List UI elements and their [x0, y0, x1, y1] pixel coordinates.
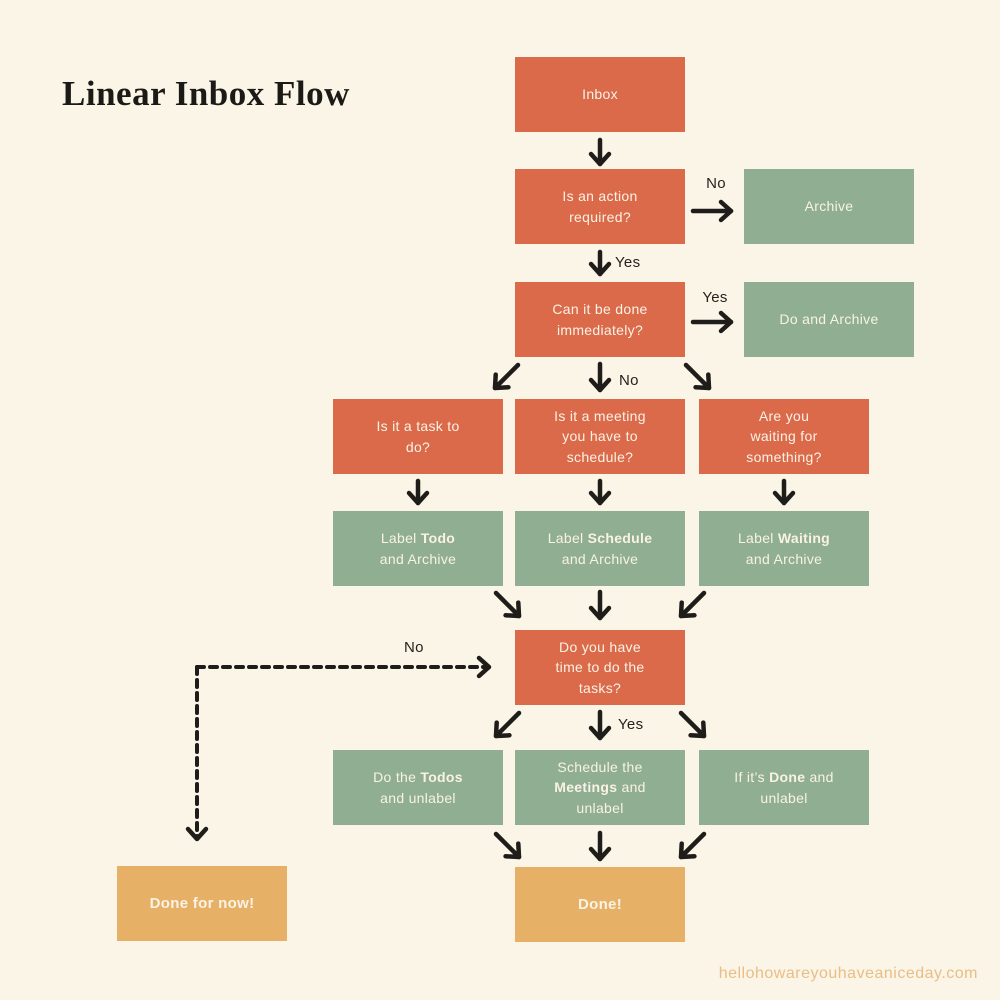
footer-url: hellohowareyouhaveaniceday.com	[718, 965, 978, 982]
arrow-to-task-diag	[492, 362, 521, 391]
arrow-time-to-done-diag	[678, 710, 707, 739]
arrow-ifdone-to-done-diag	[678, 831, 707, 860]
edge-label-no-meeting: No	[619, 372, 639, 389]
node-done-for-now-label: Done for now!	[149, 894, 255, 912]
arrow-todo-to-time-diag	[493, 590, 522, 619]
edge-label-yes-schedule: Yes	[618, 716, 644, 733]
edge-label-yes-immediate: Yes	[615, 254, 641, 271]
edge-label-no-done-for-now: No	[404, 639, 424, 656]
arrow-to-waiting-diag	[683, 362, 712, 391]
node-done-for-now: Done for now!	[117, 866, 287, 941]
node-do-and-archive: Do and Archive	[744, 282, 914, 357]
edge-label-yes-do-archive: Yes	[702, 289, 728, 306]
arrow-time-to-todos-diag	[493, 710, 522, 739]
node-do-and-archive-label: Do and Archive	[779, 311, 879, 328]
node-archive-label: Archive	[804, 198, 854, 215]
node-inbox-label: Inbox	[582, 86, 618, 103]
edge-label-no-archive: No	[706, 175, 726, 192]
arrow-waiting-to-time-diag	[678, 590, 707, 619]
node-done-label: Done!	[578, 895, 622, 913]
node-inbox: Inbox	[515, 57, 685, 132]
arrow-todos-to-done-diag	[493, 831, 522, 860]
node-done: Done!	[515, 867, 685, 942]
node-archive: Archive	[744, 169, 914, 244]
page-title: Linear Inbox Flow	[62, 74, 350, 113]
